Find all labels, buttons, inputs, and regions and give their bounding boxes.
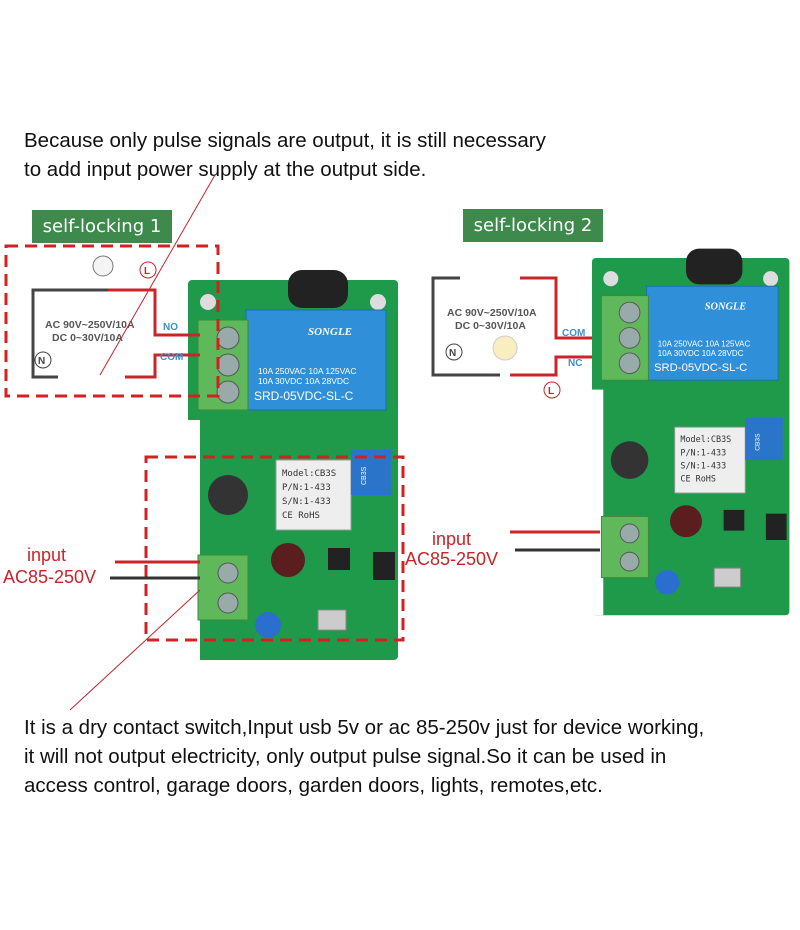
terminal-screw [619, 523, 640, 544]
relay-spec-2: 10A 30VDC 10A 28VDC [258, 376, 349, 386]
live-wire [108, 288, 200, 379]
capacitor [271, 543, 305, 577]
relay-brand: SONGLE [705, 302, 746, 313]
pointer-line [69, 589, 201, 711]
module-text: CE RoHS [680, 474, 716, 484]
varistor [255, 612, 281, 638]
module-text: P/N:1-433 [282, 483, 331, 493]
diagram-label-2: self-locking 2 [463, 209, 603, 242]
mount-hole [200, 294, 216, 310]
diagram-label-1: self-locking 1 [32, 210, 172, 243]
button [328, 548, 350, 570]
relay-brand: SONGLE [308, 326, 352, 338]
bottom-note-line-2: it will not output electricity, only out… [24, 745, 667, 768]
module-side-label: CB3S [361, 466, 368, 485]
module-text: S/N:1-433 [282, 497, 331, 507]
relay-spec-2: 10A 30VDC 10A 28VDC [658, 349, 744, 358]
terminal-com: COM [160, 352, 183, 363]
live-label: L [144, 266, 150, 277]
neutral-wire [31, 288, 108, 379]
dashed-highlight-output [4, 244, 220, 398]
rating-1: AC 90V~250V/10A [447, 307, 537, 319]
light-bulb-icon [492, 335, 518, 361]
mount-hole [603, 271, 619, 287]
module-antenna [745, 417, 783, 461]
live-symbol [139, 261, 157, 279]
capacitor [670, 505, 702, 538]
input-voltage-2: AC85-250V [405, 549, 499, 569]
pcb-notch [592, 389, 604, 616]
input-voltage-1: AC85-250V [3, 567, 97, 587]
terminal-screw [619, 551, 640, 572]
relay-model: SRD-05VDC-SL-C [254, 389, 354, 403]
neutral-label: N [38, 356, 45, 367]
terminal-com: COM [562, 328, 585, 339]
terminal-no: NO [163, 322, 178, 333]
module-text: S/N:1-433 [680, 461, 726, 471]
wifi-module [674, 426, 746, 494]
dashed-highlight-input [144, 455, 405, 642]
relay-spec-1: 10A 250VAC 10A 125VAC [258, 366, 356, 376]
neutral-label: N [449, 348, 456, 359]
terminal-screw [618, 327, 641, 349]
terminal-screw [217, 592, 239, 614]
button [373, 552, 395, 580]
terminal-screw [618, 301, 641, 324]
terminal-screw [618, 352, 641, 375]
rating-1: AC 90V~250V/10A [45, 319, 135, 331]
live-label: L [548, 386, 554, 397]
neutral-symbol [34, 351, 52, 369]
light-bulb-icon [92, 255, 114, 277]
varistor [654, 570, 680, 595]
terminal-screw [216, 380, 240, 404]
input-label-2: input [432, 529, 472, 549]
button [723, 509, 745, 531]
relay-spec-1: 10A 250VAC 10A 125VAC [658, 339, 751, 348]
relay [245, 309, 387, 411]
rating-2: DC 0~30V/10A [52, 332, 123, 344]
module-text: P/N:1-433 [680, 447, 726, 457]
micro-usb-port [713, 567, 741, 588]
input-label-1: input [27, 545, 67, 565]
terminal-screw [217, 562, 239, 584]
button [765, 513, 787, 540]
bottom-note-line-3: access control, garage doors, garden doo… [24, 774, 603, 797]
live-symbol [543, 381, 561, 399]
antenna-coil [288, 270, 348, 308]
mount-hole [763, 271, 779, 287]
module-text: CE RoHS [282, 511, 320, 521]
module-side-label: CB3S [754, 433, 761, 451]
pcb-notch [188, 420, 200, 660]
neutral-wire [431, 276, 500, 377]
terminal-screw [216, 326, 240, 350]
terminal-screw [216, 353, 240, 377]
top-note-line-2: to add input power supply at the output … [24, 158, 427, 181]
live-wire [510, 276, 592, 377]
neutral-symbol [445, 343, 463, 361]
rating-2: DC 0~30V/10A [455, 320, 526, 332]
mount-hole [370, 294, 386, 310]
terminal-nc: NC [568, 358, 582, 369]
bottom-note-line-1: It is a dry contact switch,Input usb 5v … [24, 716, 705, 739]
antenna-coil [686, 248, 743, 285]
pointer-line [99, 174, 216, 376]
module-text: Model:CB3S [282, 469, 336, 479]
top-note-line-1: Because only pulse signals are output, i… [24, 129, 546, 152]
inductor [208, 475, 248, 515]
micro-usb-port [317, 609, 347, 631]
inductor [610, 441, 649, 479]
wifi-module [275, 459, 352, 531]
relay-model: SRD-05VDC-SL-C [654, 362, 747, 374]
module-text: Model:CB3S [680, 434, 731, 444]
